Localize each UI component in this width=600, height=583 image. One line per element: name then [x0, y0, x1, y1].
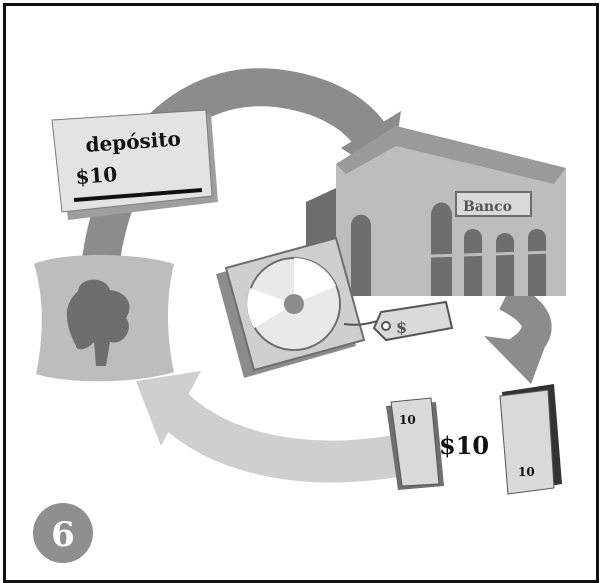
- cd-case: [216, 236, 366, 378]
- step-badge: 6: [33, 503, 93, 563]
- price-tag-text: $: [396, 318, 407, 337]
- illustration-frame: depósito $10 Banco: [3, 3, 599, 583]
- money-bills: 10 $10 10: [386, 384, 562, 495]
- price-tag: $: [343, 300, 454, 342]
- deposit-slip-amount: $10: [75, 162, 118, 189]
- arrow-to-money: [484, 282, 552, 384]
- tree-icon: [34, 255, 174, 382]
- bill-left-number: 10: [399, 413, 416, 427]
- deposit-slip: depósito $10: [51, 109, 218, 220]
- illustration-canvas: depósito $10 Banco: [33, 68, 566, 563]
- bill-right-number: 10: [518, 465, 535, 479]
- bank-sign: Banco: [463, 199, 512, 215]
- money-center-amount: $10: [439, 431, 489, 460]
- arrow-to-deposit: [136, 371, 400, 483]
- step-badge-number: 6: [51, 515, 75, 555]
